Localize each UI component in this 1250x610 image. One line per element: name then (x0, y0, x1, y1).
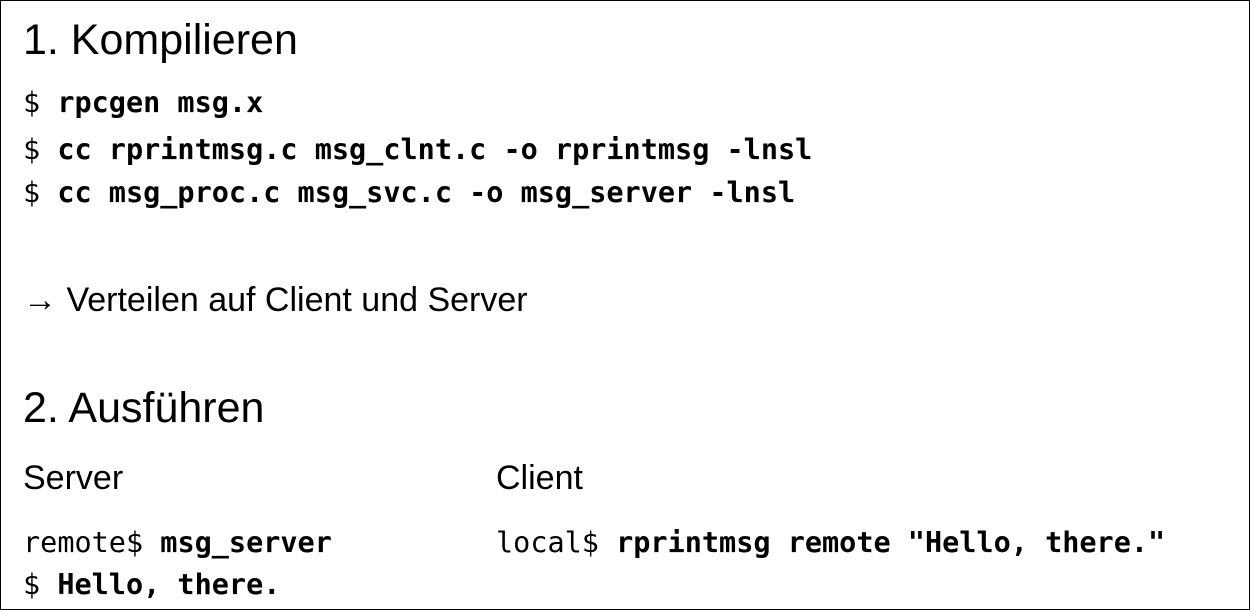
section-heading-compile: 1. Kompilieren (23, 16, 298, 64)
shell-prompt: $ (23, 133, 58, 166)
shell-command: rprintmsg remote "Hello, there." (616, 526, 1166, 559)
client-command-line: local$ rprintmsg remote "Hello, there." (496, 523, 1165, 563)
distribute-note: → Verteilen auf Client und Server (23, 281, 528, 319)
server-label: Server (23, 459, 124, 497)
shell-prompt: $ (23, 86, 58, 119)
shell-prompt: remote$ (23, 526, 161, 559)
server-output-line: $ Hello, there. (23, 565, 280, 605)
shell-command: msg_server (160, 526, 332, 559)
command-line-compile-server: $ cc msg_proc.c msg_svc.c -o msg_server … (23, 173, 795, 213)
shell-prompt: $ (23, 568, 58, 601)
command-line-rpcgen: $ rpcgen msg.x (23, 83, 263, 123)
section-heading-execute: 2. Ausführen (23, 384, 265, 432)
shell-output: Hello, there. (57, 568, 281, 601)
shell-prompt: local$ (496, 526, 617, 559)
command-line-compile-client: $ cc rprintmsg.c msg_clnt.c -o rprintmsg… (23, 130, 812, 170)
shell-command: cc msg_proc.c msg_svc.c -o msg_server -l… (57, 176, 796, 209)
shell-prompt: $ (23, 176, 58, 209)
server-command-line: remote$ msg_server (23, 523, 332, 563)
client-label: Client (496, 459, 583, 497)
shell-command: rpcgen msg.x (57, 86, 264, 119)
shell-command: cc rprintmsg.c msg_clnt.c -o rprintmsg -… (57, 133, 813, 166)
